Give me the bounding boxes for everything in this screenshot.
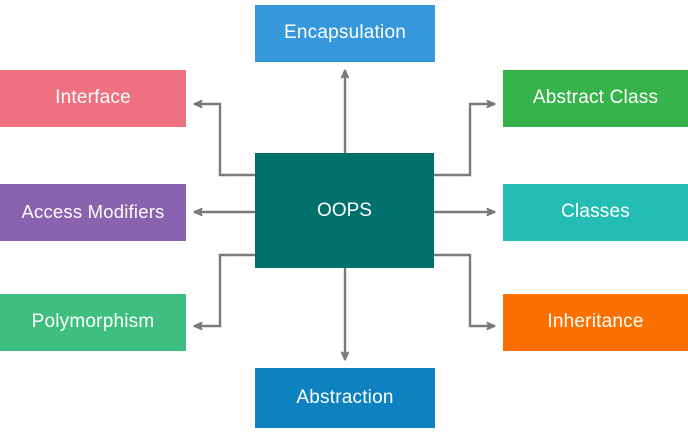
connector-oops-to-inheritance [434,253,495,326]
node-encapsulation[interactable]: Encapsulation [255,5,435,62]
node-interface[interactable]: Interface [0,70,186,127]
node-classes[interactable]: Classes [503,184,688,241]
node-polymorphism[interactable]: Polymorphism [0,294,186,351]
node-inheritance[interactable]: Inheritance [503,294,688,351]
connector-oops-to-polymorphism [194,253,255,326]
node-oops-center[interactable]: OOPS [255,153,434,268]
node-access-modifiers[interactable]: Access Modifiers [0,184,186,241]
node-abstract-class[interactable]: Abstract Class [503,70,688,127]
connector-oops-to-abstract-class [434,104,495,177]
connector-oops-to-interface [194,104,255,177]
node-abstraction[interactable]: Abstraction [255,368,435,428]
